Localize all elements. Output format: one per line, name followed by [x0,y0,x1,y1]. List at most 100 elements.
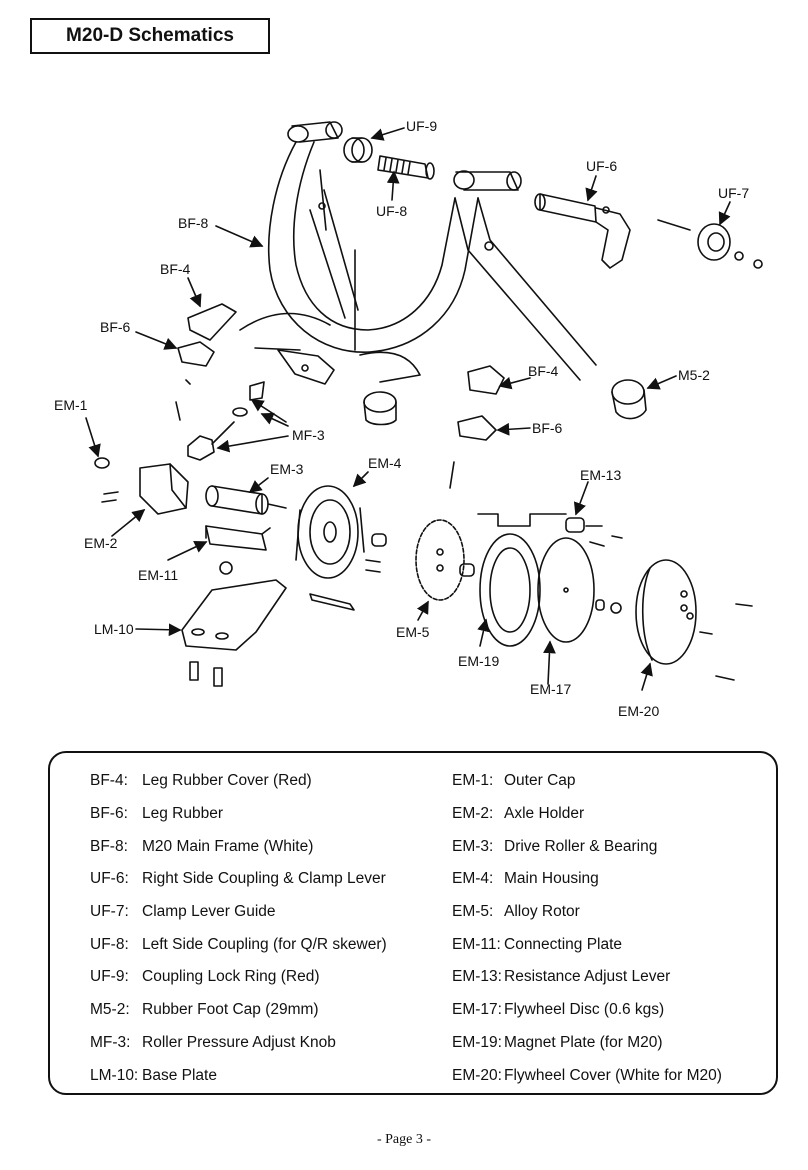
part-code: M5-2: [90,1001,130,1019]
part-label: MF-3 [292,427,325,443]
legend-row: M5-2: Rubber Foot Cap (29mm) [90,994,450,1027]
part-label: EM-1 [54,397,88,413]
part-description: Base Plate [142,1066,217,1084]
axle-holder-drawing [101,463,189,515]
page-title: M20-D Schematics [30,18,270,54]
part-description: Left Side Coupling (for Q/R skewer) [142,935,387,953]
part-description: Clamp Lever Guide [142,903,276,921]
connecting-plate-drawing [205,525,271,551]
legend-row: EM-13:Resistance Adjust Lever [452,961,772,994]
legend-row: EM-19:Magnet Plate (for M20) [452,1027,772,1060]
part-code: BF-8: [90,837,128,855]
part-label: EM-3 [270,461,304,477]
legend-row: BF-4: Leg Rubber Cover (Red) [90,765,450,798]
part-code: EM-3: [452,837,494,855]
part-code: EM-17: [452,1001,502,1019]
left-coupling-drawing [377,155,435,180]
legend-row: UF-8: Left Side Coupling (for Q/R skewer) [90,928,450,961]
part-description: Drive Roller & Bearing [504,837,658,855]
resistance-lever-drawing [477,513,623,547]
roller-pressure-knob-drawing [187,349,335,461]
part-description: Resistance Adjust Lever [504,968,671,986]
main-housing-drawing [295,485,387,579]
part-description: Roller Pressure Adjust Knob [142,1033,336,1051]
part-description: Right Side Coupling & Clamp Lever [142,870,386,888]
part-label: BF-4 [160,261,191,277]
part-label: UF-8 [376,203,407,219]
part-description: Flywheel Disc (0.6 kgs) [504,1001,665,1019]
legend-row: BF-8: M20 Main Frame (White) [90,830,450,863]
leader-arrows [85,127,731,691]
part-label: EM-5 [396,624,430,640]
part-code: EM-20: [452,1066,502,1084]
part-description: Main Housing [504,870,599,888]
part-labels: UF-9 UF-8 UF-6 UF-7 BF-8 BF-4 BF-6 EM-1 … [54,118,749,719]
legend-row: EM-17:Flywheel Disc (0.6 kgs) [452,994,772,1027]
part-code: MF-3: [90,1033,131,1051]
right-leg-rubber-drawing [449,365,505,489]
right-coupling-drawing [534,193,631,269]
part-code: EM-4: [452,870,494,888]
part-label: EM-4 [368,455,402,471]
legend-column-right: EM-1: Outer Cap EM-2: Axle Holder EM-3: Dri… [452,765,772,1092]
part-code: EM-13: [452,968,502,986]
part-code: BF-4: [90,772,128,790]
part-code: EM-2: [452,805,494,823]
legend-row: EM-3: Drive Roller & Bearing [452,830,772,863]
part-label: BF-4 [528,363,559,379]
part-label: EM-11 [138,567,178,583]
coupling-lock-ring-drawing [343,137,373,163]
part-description: Leg Rubber [142,805,224,823]
part-code: UF-7: [90,903,129,921]
part-description: Flywheel Cover (White for M20) [504,1066,722,1084]
part-description: Coupling Lock Ring (Red) [142,968,320,986]
base-plate-drawing [181,561,355,687]
exploded-schematic-diagram: UF-9 UF-8 UF-6 UF-7 BF-8 BF-4 BF-6 EM-1 … [0,90,808,730]
part-code: EM-11: [452,935,501,953]
legend-row: EM-1: Outer Cap [452,765,772,798]
legend-row: UF-6:Right Side Coupling & Clamp Lever [90,863,450,896]
left-leg-rubber-drawing [175,303,237,421]
legend-row: EM-4: Main Housing [452,863,772,896]
legend-row: EM-5:Alloy Rotor [452,896,772,929]
part-label: LM-10 [94,621,134,637]
legend-row: LM-10:Base Plate [90,1059,450,1092]
legend-row: UF-7: Clamp Lever Guide [90,896,450,929]
part-label: EM-20 [618,703,659,719]
clamp-lever-guide-drawing [657,219,763,269]
part-code: BF-6: [90,805,128,823]
alloy-rotor-drawing [415,519,475,601]
part-label: BF-6 [532,420,563,436]
part-description: Leg Rubber Cover (Red) [142,772,312,790]
part-code: UF-8: [90,935,129,953]
part-label: UF-6 [586,158,617,174]
part-label: EM-19 [458,653,499,669]
part-code: UF-9: [90,968,129,986]
part-description: M20 Main Frame (White) [142,837,314,855]
part-code: EM-19: [452,1033,502,1051]
part-code: EM-1: [452,772,494,790]
legend-column-left: BF-4: Leg Rubber Cover (Red) BF-6: Leg Rub… [90,765,450,1092]
part-description: Axle Holder [504,805,585,823]
parts-legend: BF-4: Leg Rubber Cover (Red) BF-6: Leg Rub… [48,751,778,1095]
flywheel-disc-drawing [537,537,622,643]
outer-cap-drawing [94,457,110,469]
part-label: EM-13 [580,467,621,483]
flywheel-cover-drawing [635,559,753,681]
part-label: EM-2 [84,535,118,551]
part-label: EM-17 [530,681,571,697]
part-description: Outer Cap [504,772,576,790]
part-label: M5-2 [678,367,710,383]
main-frame-drawing [239,121,597,383]
part-label: UF-7 [718,185,749,201]
legend-row: EM-11:Connecting Plate [452,928,772,961]
part-code: EM-5: [452,903,494,921]
drive-roller-drawing [205,485,287,515]
part-description: Rubber Foot Cap (29mm) [142,1001,319,1019]
magnet-plate-drawing [479,533,541,647]
part-description: Magnet Plate (for M20) [504,1033,663,1051]
part-label: BF-8 [178,215,209,231]
rubber-foot-cap-drawing [363,379,647,426]
legend-row: UF-9: Coupling Lock Ring (Red) [90,961,450,994]
legend-row: EM-20:Flywheel Cover (White for M20) [452,1059,772,1092]
